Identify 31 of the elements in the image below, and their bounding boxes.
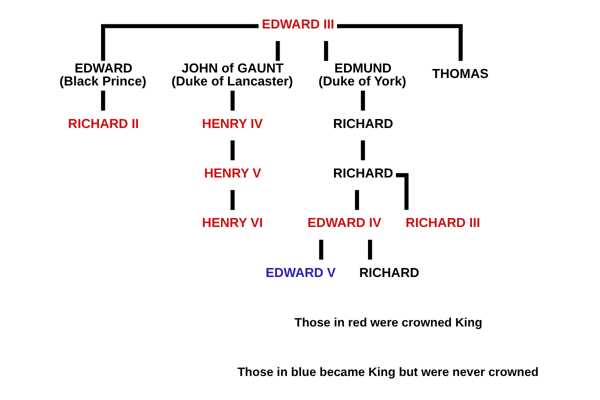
connector xyxy=(336,24,463,61)
connector xyxy=(230,140,235,160)
node-text: HENRY IV xyxy=(202,116,263,131)
connector xyxy=(101,90,106,111)
connector xyxy=(324,41,328,61)
node-text: HENRY V xyxy=(204,165,262,180)
node-text: RICHARD III xyxy=(406,215,480,230)
node-text: EDWARD IV xyxy=(308,215,382,230)
connector xyxy=(354,190,360,210)
node-text: RICHARD II xyxy=(68,116,139,131)
connector xyxy=(396,173,409,210)
node-text: HENRY VI xyxy=(202,215,263,230)
connector xyxy=(230,190,235,210)
node-text: RICHARD xyxy=(359,264,420,280)
connector xyxy=(319,240,324,260)
label: Those in blue became King but were never crowned xyxy=(237,364,539,379)
connector xyxy=(276,41,280,61)
label: Those in red were crowned King xyxy=(294,315,482,330)
connector xyxy=(368,240,372,260)
connector xyxy=(101,24,259,61)
connector xyxy=(360,90,365,111)
connector xyxy=(360,140,365,160)
node-text: EDWARD III xyxy=(262,16,334,32)
node-text: EDWARD V xyxy=(266,264,336,280)
node-text: JOHN of GAUNT (Duke of Lancaster) xyxy=(172,60,294,88)
connector xyxy=(230,90,235,111)
node-text: RICHARD xyxy=(333,165,394,180)
node-text: RICHARD xyxy=(333,116,394,131)
node-text: EDMUND (Duke of York) xyxy=(318,60,406,88)
node-text: THOMAS xyxy=(432,66,489,82)
node-text: EDWARD (Black Prince) xyxy=(60,60,146,88)
